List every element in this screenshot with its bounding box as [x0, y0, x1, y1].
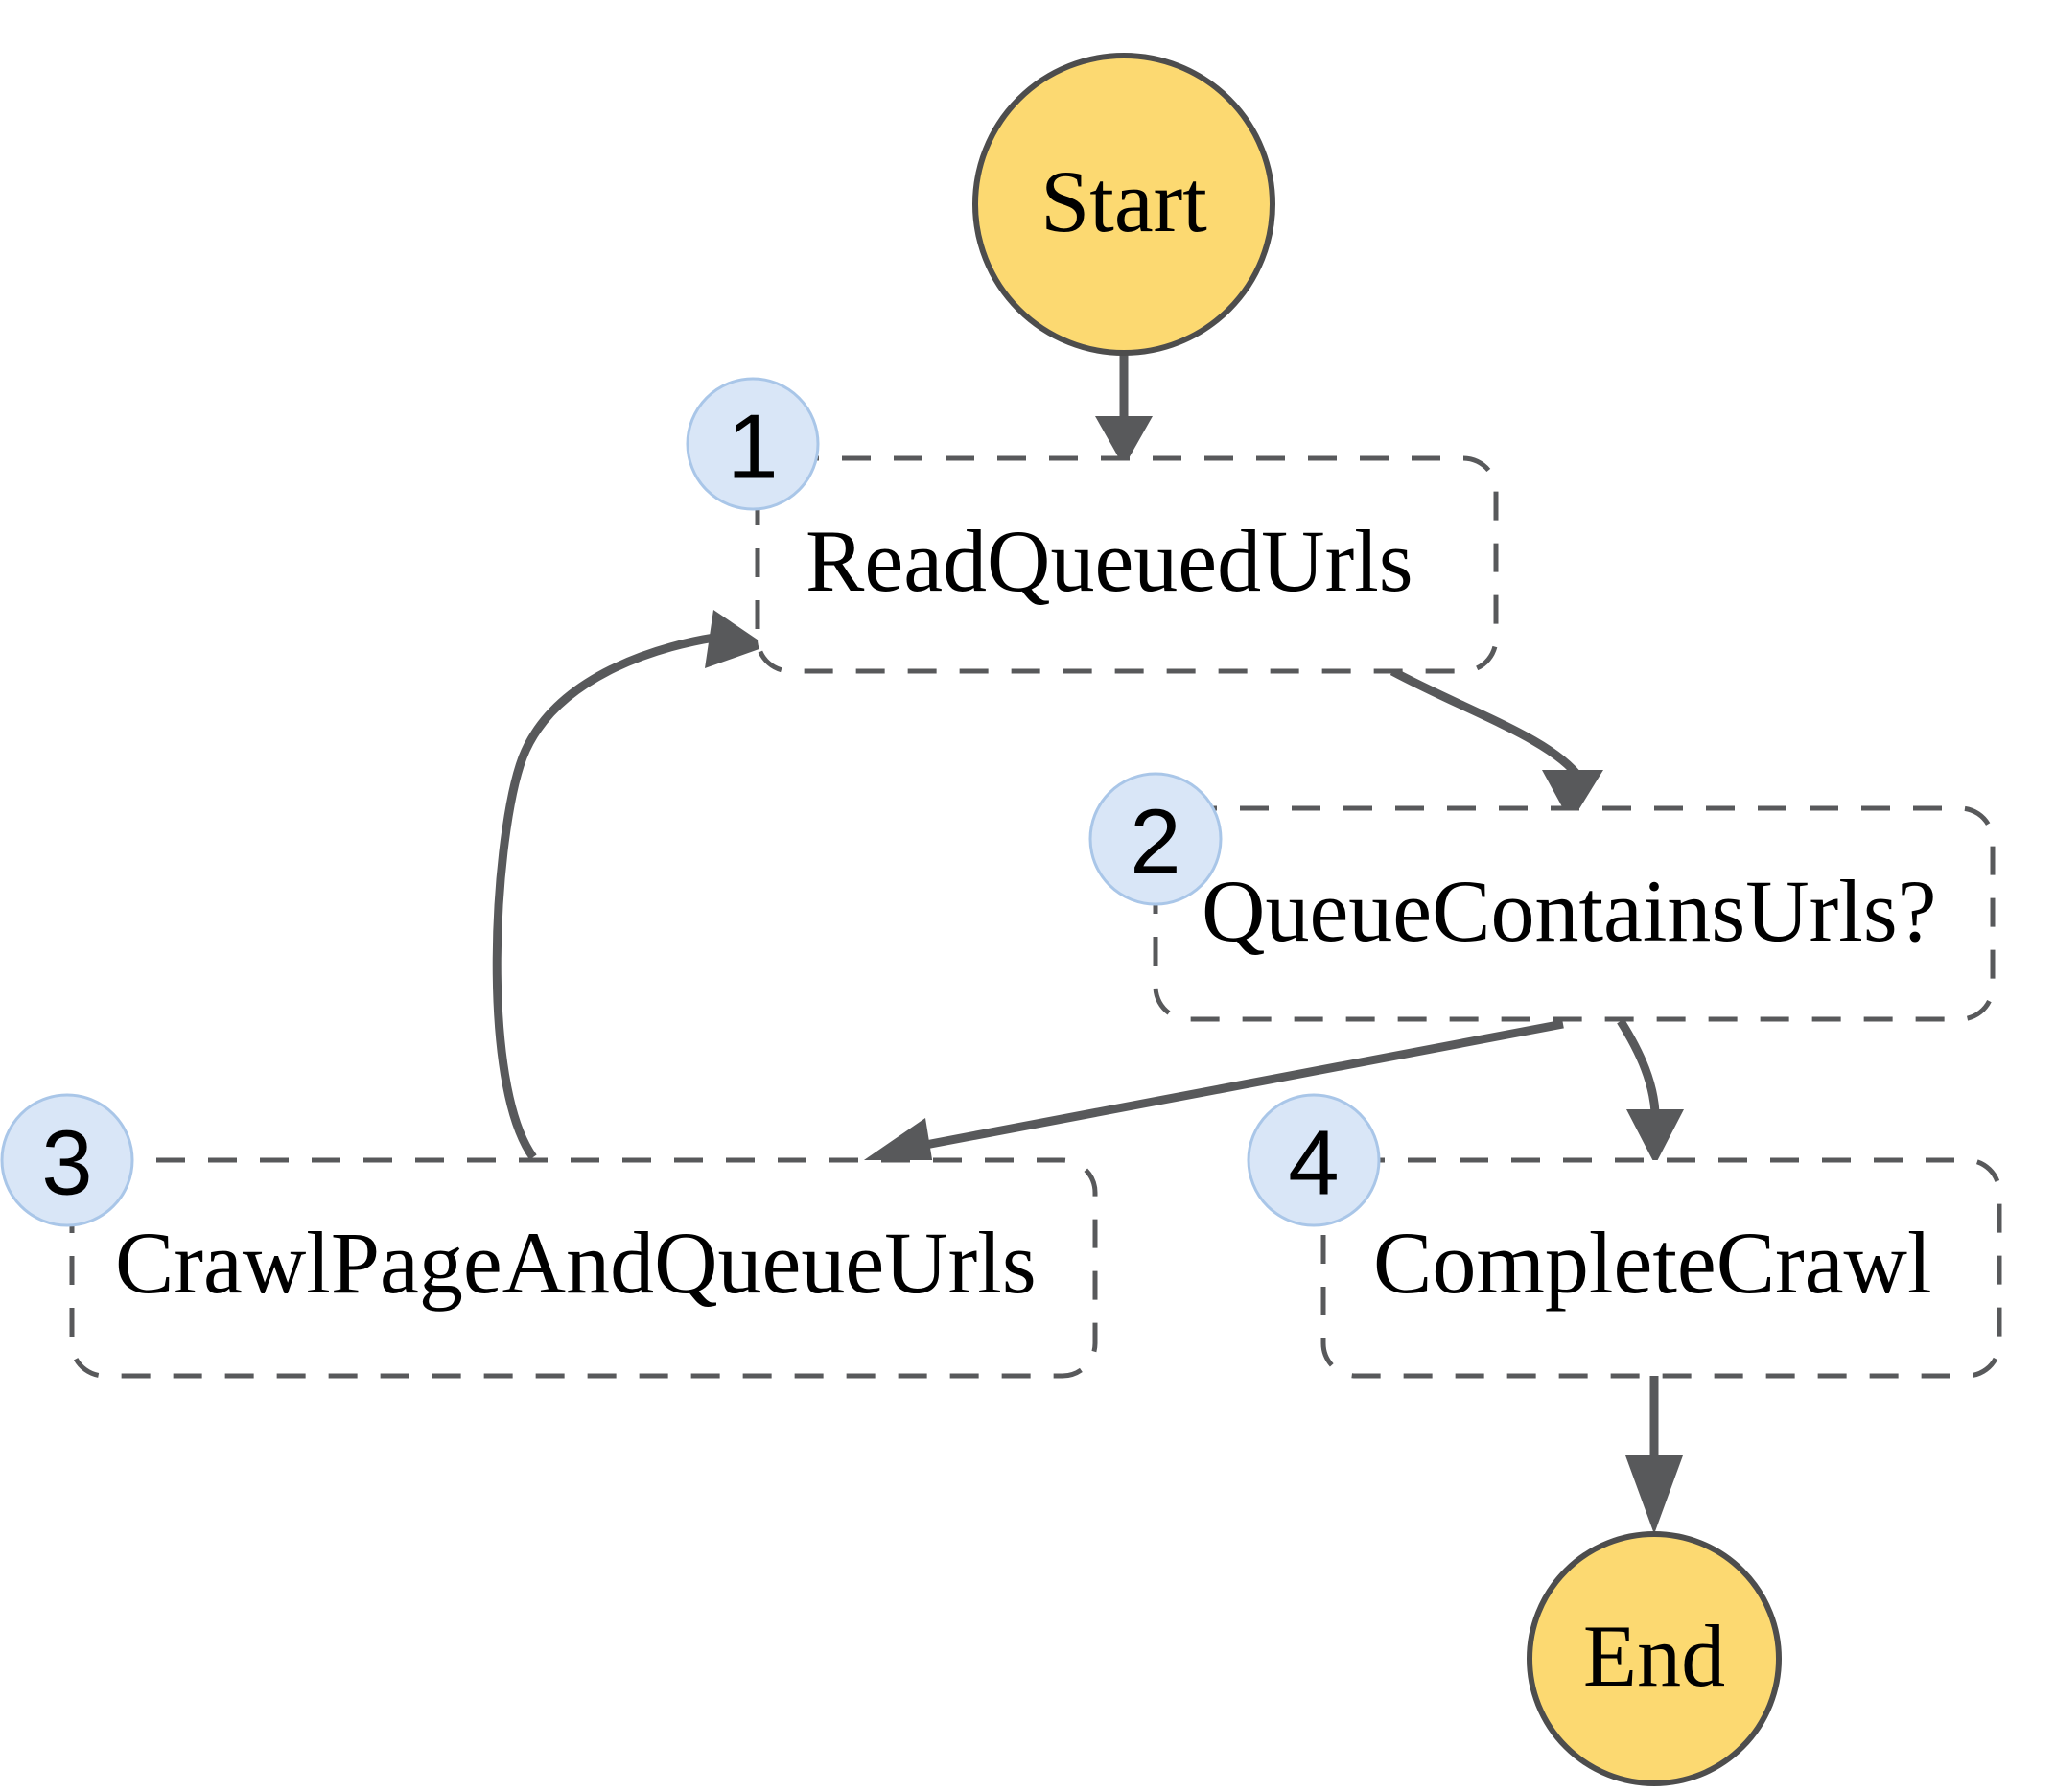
step-label: ReadQueuedUrls [806, 512, 1413, 610]
arrow-head-icon [1625, 1455, 1683, 1534]
badge-circle[interactable] [0, 1093, 134, 1227]
terminal-node-start[interactable]: Start [972, 53, 1275, 356]
step-box[interactable] [69, 1157, 1098, 1379]
edge-crawl-to-read [492, 610, 767, 1160]
arrow-head-icon [1095, 416, 1153, 467]
end-circle[interactable] [1527, 1531, 1782, 1786]
arrow-head-icon [1542, 770, 1603, 823]
edge-queuecontains-to-crawl [861, 1019, 1564, 1177]
badge-circle[interactable] [1088, 772, 1223, 906]
edge-read-to-queuecontains [1389, 667, 1603, 823]
step-badge-3[interactable]: 3 [0, 1093, 134, 1227]
step-box[interactable] [1320, 1157, 2002, 1379]
step-node-read-queued-urls[interactable]: ReadQueuedUrls [755, 455, 1499, 674]
step-box[interactable] [755, 455, 1499, 674]
step-node-complete-crawl[interactable]: CompleteCrawl [1320, 1157, 2002, 1379]
arrow-head-icon [705, 610, 767, 668]
edge-line [1617, 1018, 1660, 1113]
edge-line [492, 633, 715, 1160]
edge-queuecontains-to-complete [1617, 1018, 1684, 1165]
step-node-crawl-page-and-queue-urls[interactable]: CrawlPageAndQueueUrls [69, 1157, 1098, 1379]
end-label: End [1583, 1607, 1725, 1705]
terminal-node-end[interactable]: End [1527, 1531, 1782, 1786]
step-label: CrawlPageAndQueueUrls [115, 1214, 1037, 1312]
arrow-head-icon [1626, 1109, 1684, 1165]
badge-number: 2 [1130, 791, 1180, 894]
step-badge-1[interactable]: 1 [686, 377, 820, 511]
step-box[interactable] [1153, 805, 1996, 1022]
edge-complete-to-end [1625, 1376, 1683, 1534]
edge-line [1389, 667, 1584, 781]
badge-number: 4 [1288, 1112, 1339, 1215]
step-node-queue-contains-urls[interactable]: QueueContainsUrls? [1153, 805, 1996, 1022]
badge-number: 1 [727, 396, 778, 499]
step-badge-4[interactable]: 4 [1247, 1093, 1381, 1227]
step-badge-2[interactable]: 2 [1088, 772, 1223, 906]
edge-line [920, 1019, 1564, 1151]
badge-circle[interactable] [1247, 1093, 1381, 1227]
start-circle[interactable] [972, 53, 1275, 356]
step-label: CompleteCrawl [1373, 1214, 1932, 1312]
start-label: Start [1040, 152, 1207, 250]
edge-start-to-read [1095, 355, 1153, 467]
step-label: QueueContainsUrls? [1202, 862, 1937, 960]
badge-circle[interactable] [686, 377, 820, 511]
badge-number: 3 [41, 1112, 92, 1215]
